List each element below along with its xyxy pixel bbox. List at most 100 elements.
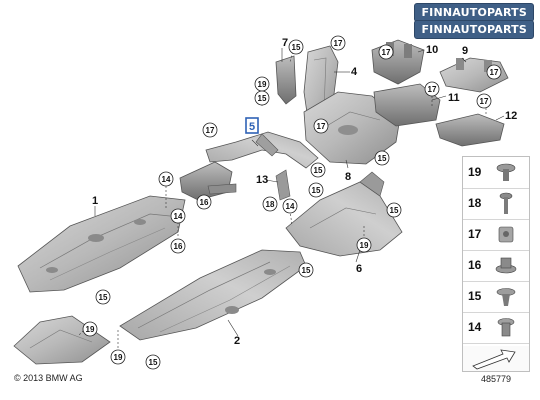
part-label-1: 1 [92, 195, 98, 207]
spring-nut-icon [498, 226, 514, 243]
callout-15-c: 15 [374, 150, 390, 166]
callout-17-d: 17 [424, 81, 440, 97]
part-6-wheel-arch-cover [285, 171, 403, 257]
svg-text:15: 15 [292, 43, 301, 52]
screw-icon [499, 192, 513, 214]
part-bracket-left [179, 161, 237, 201]
svg-text:18: 18 [266, 200, 275, 209]
callout-14-a: 14 [158, 171, 174, 187]
legend-row-18: 18 [463, 188, 529, 220]
part-label-4: 4 [351, 66, 358, 78]
svg-text:14: 14 [286, 202, 295, 211]
svg-text:17: 17 [206, 126, 215, 135]
svg-text:17: 17 [334, 39, 343, 48]
legend-row-17: 17 [463, 219, 529, 251]
svg-text:17: 17 [382, 48, 391, 57]
callout-19-d: 19 [110, 349, 126, 365]
callout-19-a: 19 [254, 76, 270, 92]
svg-text:19: 19 [258, 80, 267, 89]
svg-text:15: 15 [378, 154, 387, 163]
svg-text:16: 16 [174, 242, 183, 251]
legend-number: 16 [468, 258, 482, 272]
part-label-9: 9 [462, 45, 468, 57]
part-label-2: 2 [234, 335, 240, 347]
watermark-bottom: FINNAUTOPARTS [414, 20, 534, 39]
svg-text:15: 15 [312, 186, 321, 195]
callout-16-b: 16 [170, 238, 186, 254]
legend-number: 17 [468, 227, 482, 241]
leader-lines-solid [94, 48, 505, 337]
part-11-tray [373, 83, 441, 127]
part-2-underbody-panel-center [119, 249, 307, 341]
svg-text:17: 17 [317, 122, 326, 131]
legend-number: 18 [468, 196, 482, 210]
callout-15-f: 15 [386, 202, 402, 218]
part-5-strut [205, 131, 319, 169]
legend-row-14: 14 [463, 312, 529, 344]
svg-text:19: 19 [86, 325, 95, 334]
part-label-13: 13 [256, 174, 268, 186]
direction-arrow-icon [472, 349, 516, 370]
part-number-labels: 1 2 4 6 7 8 9 10 11 12 13 [92, 37, 517, 347]
svg-text:15: 15 [302, 266, 311, 275]
part-label-10: 10 [426, 44, 438, 56]
legend-orientation [463, 346, 529, 371]
svg-text:14: 14 [162, 175, 171, 184]
legend-number: 15 [468, 289, 482, 303]
svg-text:14: 14 [174, 212, 183, 221]
callout-15-e: 15 [308, 182, 324, 198]
drawing-number: 485779 [481, 374, 512, 384]
fastener-legend: 19 18 17 16 15 14 [462, 156, 530, 372]
svg-text:19: 19 [360, 241, 369, 250]
part-13-clip [275, 169, 291, 201]
callout-14-c: 14 [282, 198, 298, 214]
callout-19-c: 19 [82, 321, 98, 337]
callout-15-d: 15 [310, 162, 326, 178]
callout-17-a: 17 [330, 35, 346, 51]
svg-text:19: 19 [114, 353, 123, 362]
part-label-12: 12 [505, 110, 517, 122]
part-label-7: 7 [282, 37, 288, 49]
legend-row-16: 16 [463, 250, 529, 282]
legend-row-15: 15 [463, 281, 529, 313]
plastic-nut-icon [497, 318, 515, 337]
copyright-notice: © 2013 BMW AG [14, 373, 83, 383]
part-1-underbody-panel-left [17, 195, 186, 293]
legend-number: 14 [468, 320, 482, 334]
svg-text:16: 16 [200, 198, 209, 207]
callout-17-g: 17 [313, 118, 329, 134]
svg-text:17: 17 [480, 97, 489, 106]
svg-text:15: 15 [99, 293, 108, 302]
callout-16-a: 16 [196, 194, 212, 210]
part-label-8: 8 [345, 171, 351, 183]
callouts: 15 17 19 15 17 17 17 17 17 17 15 15 14 1… [82, 35, 502, 370]
svg-text:5: 5 [249, 121, 255, 133]
part-12-tray [435, 113, 505, 147]
callout-15-a: 15 [288, 39, 304, 55]
callout-17-c: 17 [486, 64, 502, 80]
legend-number: 19 [468, 165, 482, 179]
svg-text:17: 17 [428, 85, 437, 94]
svg-text:15: 15 [314, 166, 323, 175]
callout-17-e: 17 [476, 93, 492, 109]
clip-nut-icon [496, 163, 516, 181]
svg-text:15: 15 [149, 358, 158, 367]
expanding-rivet-icon [496, 288, 516, 306]
part-label-5-highlight: 5 [245, 117, 259, 134]
callout-15-i: 15 [145, 354, 161, 370]
callout-15-b: 15 [254, 90, 270, 106]
callout-19-b: 19 [356, 237, 372, 253]
svg-text:17: 17 [490, 68, 499, 77]
callout-15-h: 15 [95, 289, 111, 305]
part-small-cover-lower-left [13, 315, 111, 365]
part-label-6: 6 [356, 263, 362, 275]
callout-14-b: 14 [170, 208, 186, 224]
callout-17-f: 17 [202, 122, 218, 138]
callout-17-b: 17 [378, 44, 394, 60]
collar-nut-icon [495, 257, 517, 274]
callout-15-g: 15 [298, 262, 314, 278]
part-label-11: 11 [448, 92, 460, 104]
callout-18-a: 18 [262, 196, 278, 212]
legend-row-19: 19 [463, 157, 529, 189]
